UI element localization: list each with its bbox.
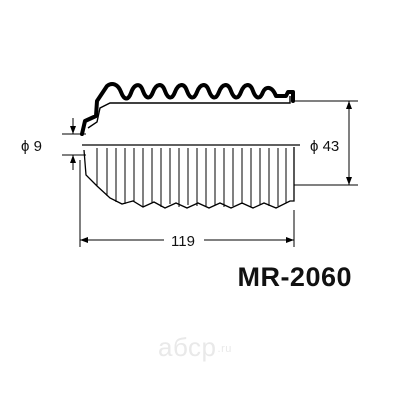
right-diameter-label: ϕ 43 xyxy=(310,138,339,155)
part-number: MR-2060 xyxy=(237,262,352,292)
length-label: 119 xyxy=(171,233,195,250)
watermark-text: абср xyxy=(158,332,217,362)
boot-inner-line xyxy=(87,96,291,129)
left-diameter-dimension xyxy=(62,118,86,170)
watermark-suffix: .ru xyxy=(217,343,232,355)
bellows-section-lines xyxy=(96,148,287,207)
left-diameter-label: ϕ 9 xyxy=(21,138,42,155)
watermark-logo: абср.ru xyxy=(158,332,232,363)
part-number-row: MR-2060 xyxy=(0,262,400,293)
right-diameter-dimension xyxy=(294,100,358,186)
length-dimension xyxy=(79,160,295,247)
boot-outline xyxy=(80,82,295,136)
